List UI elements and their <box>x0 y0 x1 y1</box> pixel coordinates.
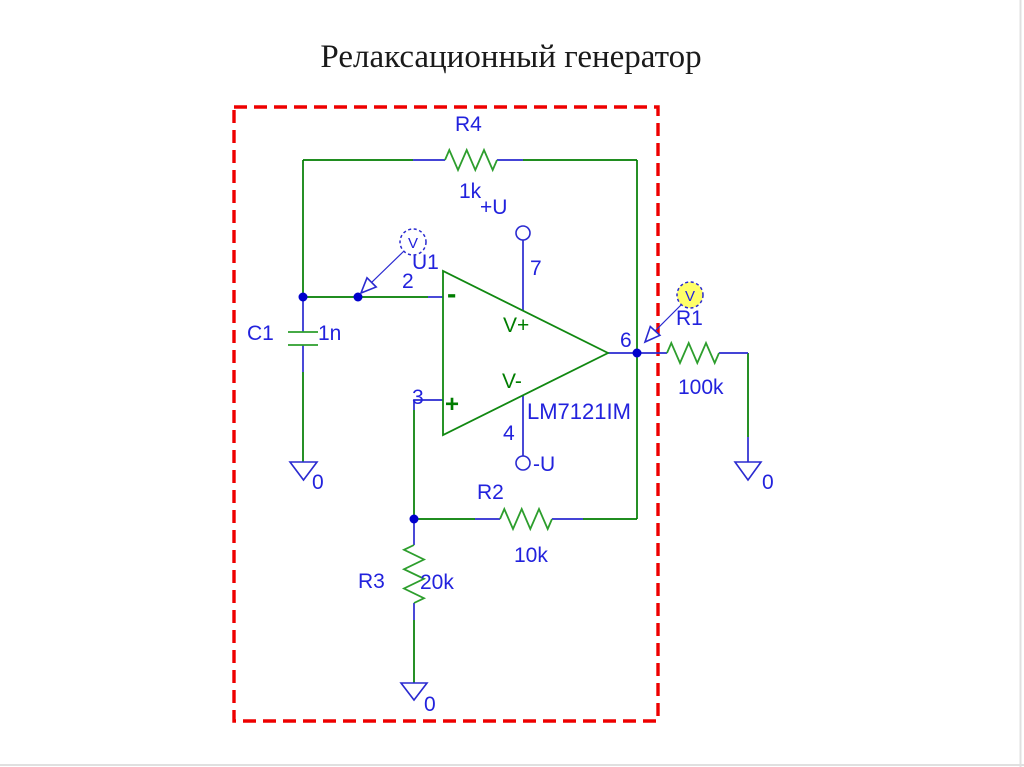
junction-output <box>632 348 642 358</box>
r4-value-label: 1k <box>459 180 482 203</box>
ground-symbols: 0 0 0 <box>288 461 774 716</box>
opamp-ref-label: U1 <box>412 251 439 274</box>
positive-supply-label: +U <box>480 196 507 219</box>
r1-zigzag <box>666 340 720 366</box>
capacitor-c1: C1 1n <box>247 322 341 346</box>
r2-zigzag <box>499 506 553 532</box>
opamp-noninverting-sign: + <box>445 391 459 418</box>
c1-ref-label: C1 <box>247 322 274 345</box>
opamp-pin6-number: 6 <box>620 329 632 352</box>
opamp-part-label: LM7121IM <box>527 399 631 424</box>
c1-ground-icon <box>288 461 319 482</box>
r1-ground-icon <box>733 461 763 482</box>
voltage-probe-right: V <box>643 281 704 344</box>
probe-left-pointer-line <box>371 250 405 283</box>
voltage-probe-left: V <box>359 228 427 295</box>
probe-right-circle <box>676 281 704 309</box>
opamp-pin2-number: 2 <box>402 270 414 293</box>
opamp-pin3-number: 3 <box>412 386 424 409</box>
opamp-pin4-number: 4 <box>503 422 515 445</box>
opamp-vplus-label: V+ <box>503 314 529 337</box>
r3-ref-label: R3 <box>358 570 385 593</box>
resistor-r4: R4 1k <box>444 113 498 203</box>
r2-value-label: 10k <box>514 544 548 567</box>
probe-right-letter: V <box>685 288 695 305</box>
opamp-pin7-number: 7 <box>530 257 542 280</box>
opamp-vminus-label: V- <box>502 370 522 393</box>
c1-ground-label: 0 <box>312 471 324 494</box>
probe-left-circle <box>399 228 427 256</box>
r3-ground-label: 0 <box>424 693 436 716</box>
c1-plates <box>288 331 318 346</box>
resistor-r3: R3 20k <box>358 544 454 604</box>
r3-zigzag <box>401 544 427 604</box>
junction-dots <box>298 292 642 524</box>
r1-ground-label: 0 <box>762 471 774 494</box>
probe-right-arrowhead <box>643 325 662 344</box>
opamp-u1: - + V+ V- U1 LM7121IM 2 3 6 7 4 <box>402 251 632 445</box>
r3-value-label: 20k <box>420 571 454 594</box>
page-title: Релаксационный генератор <box>320 39 701 75</box>
r4-zigzag <box>444 147 498 173</box>
negative-supply-terminal <box>515 455 531 471</box>
junction-divider <box>409 514 419 524</box>
resistor-r1: R1 100k <box>666 307 724 399</box>
probe-right-pointer-line <box>654 304 682 332</box>
wires <box>302 159 749 683</box>
junction-c1-top <box>298 292 308 302</box>
r4-ref-label: R4 <box>455 113 482 136</box>
dashed-selection-border <box>232 105 660 723</box>
r1-ref-label: R1 <box>676 307 703 330</box>
r1-value-label: 100k <box>678 376 724 399</box>
probe-left-arrowhead <box>359 276 378 295</box>
opamp-triangle <box>442 269 611 437</box>
r3-ground-icon <box>399 682 429 702</box>
c1-value-label: 1n <box>318 322 341 345</box>
probe-left-letter: V <box>408 235 418 252</box>
power-terminals: +U -U <box>480 196 555 476</box>
positive-supply-terminal <box>515 225 531 241</box>
opamp-pin3-lead <box>413 399 443 410</box>
negative-supply-label: -U <box>533 453 555 476</box>
junction-probe-left <box>353 292 363 302</box>
resistor-r2: R2 10k <box>477 481 553 567</box>
r2-ref-label: R2 <box>477 481 504 504</box>
opamp-inverting-sign: - <box>447 278 456 309</box>
